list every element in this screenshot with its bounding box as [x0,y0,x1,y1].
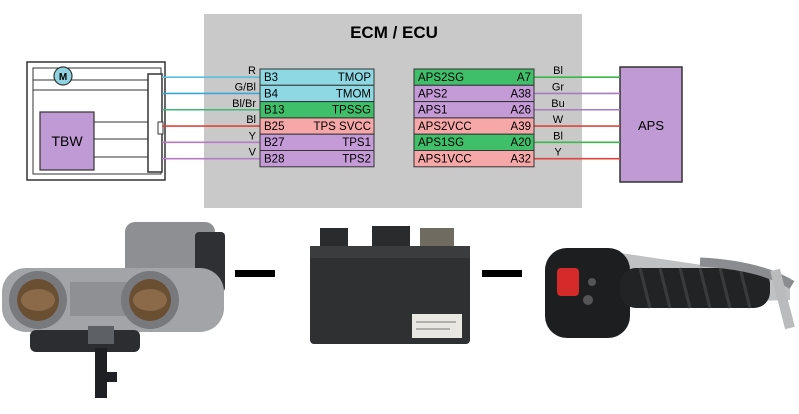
ecu-photo [310,226,470,344]
left-wire-color-label: G/Bl [235,81,256,93]
left-pin-table: B3 TMOP B4 TMOM B13 TPSSG B25 TPS SVCC B27 TPS1B2… [259,68,375,168]
right-pin-number: A32 [511,154,531,166]
left-pin-signal: TPS1 [342,137,371,149]
throttle-body-photo [2,222,225,398]
right-pin-signal: APS1SG [418,137,464,149]
handlebar-switch-photo [545,248,795,338]
right-wire-color-label: Gr [552,81,565,93]
right-pin-row [413,150,535,168]
left-pin-signal: TMOM [336,88,371,100]
right-pin-signal: APS1 [418,105,447,117]
tbw-box [39,111,95,171]
right-pin-number: A7 [517,72,531,84]
left-wire-color-label: R [248,65,256,77]
left-wire-color-label: Bl/Br [232,98,256,110]
right-wire-color-label: Bu [551,98,564,110]
left-pin-signal: TPSSG [332,105,371,117]
right-wire-color-label: Bl [553,65,563,77]
right-pin-number: A26 [511,105,531,117]
left-pin-number: B28 [264,154,284,166]
left-pin-number: B3 [264,72,278,84]
left-pin-row [259,150,375,168]
left-pin-number: B13 [264,105,284,117]
left-wire-color-label: V [249,147,257,159]
right-wire-color-label: Y [554,147,562,159]
right-pin-number: A38 [511,88,531,100]
right-wire-color-label: Bl [553,130,563,142]
right-pin-signal: APS2SG [418,72,464,84]
left-pin-number: B25 [264,121,284,133]
right-pin-number: A39 [511,121,531,133]
aps-box [619,66,683,183]
motor-icon [53,66,73,86]
aps-label: APS [638,118,664,133]
right-pin-number: A20 [511,137,531,149]
left-pin-signal: TPS2 [342,154,371,166]
left-pin-number: B4 [264,88,279,100]
connector-line-left [235,270,275,277]
left-wire-color-label: Y [249,130,257,142]
left-pin-number: B27 [264,137,284,149]
motor-symbol: M [59,72,67,83]
right-pin-signal: APS2 [418,88,447,100]
right-pin-signal: APS1VCC [418,154,472,166]
right-wire-color-label: W [553,114,564,126]
left-pin-signal: TPS SVCC [313,121,371,133]
right-pin-signal: APS2VCC [418,121,472,133]
ecm-title: ECM / ECU [350,23,438,42]
left-wire-color-label: Bl [246,114,256,126]
tbw-label: TBW [51,133,83,149]
left-pin-signal: TMOP [338,72,372,84]
connector-line-right [482,270,522,277]
tbw-schematic: M TBW [26,61,166,181]
